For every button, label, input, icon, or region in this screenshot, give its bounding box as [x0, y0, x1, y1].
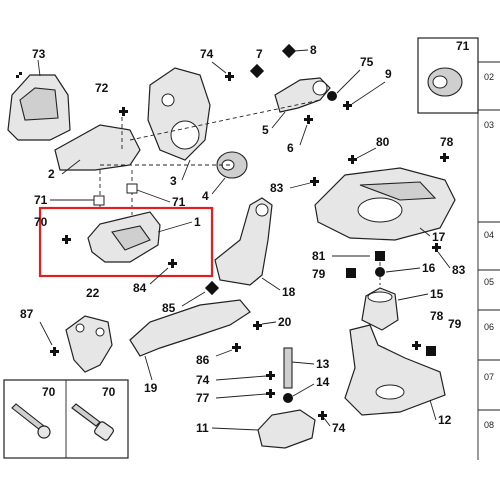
- callout-2: 2: [48, 167, 55, 181]
- inset-bushing-box: 71: [417, 37, 479, 114]
- inset-bolts-70: 70 70: [3, 379, 129, 459]
- side-ref-06: 06: [484, 322, 494, 332]
- callout-16: 16: [422, 261, 436, 275]
- callout-86: 86: [196, 353, 210, 367]
- part-22-plate: 87 22: [20, 286, 113, 373]
- callout-71-left: 71: [34, 193, 48, 207]
- callout-15: 15: [430, 287, 444, 301]
- callout-6: 6: [287, 141, 294, 155]
- callout-70-inset-right: 70: [102, 385, 116, 399]
- callout-71-inset: 71: [456, 39, 470, 53]
- part-18-support-arm: 18 85: [162, 197, 296, 315]
- callout-1: 1: [194, 215, 201, 229]
- fixings-75-9-6: 75 9 6: [287, 55, 392, 155]
- callout-83-right: 83: [452, 263, 466, 277]
- highlight-box: [38, 206, 214, 278]
- fixings-7-8: 7 8: [249, 43, 317, 79]
- callout-72: 72: [95, 81, 109, 95]
- callout-20: 20: [278, 315, 292, 329]
- callout-71-right: 71: [172, 195, 186, 209]
- callout-83-left: 83: [270, 181, 284, 195]
- side-ref-03: 03: [484, 120, 494, 130]
- part-4-bushing: 4: [202, 151, 248, 203]
- callout-70-inset-left: 70: [42, 385, 56, 399]
- fixings-80-78-83: 80 78 83 83: [270, 135, 466, 277]
- side-reference-column: 02 03 04 05 06 07 08: [477, 40, 500, 460]
- callout-11: 11: [196, 421, 209, 435]
- part-3-engine-bracket: 3: [147, 67, 211, 188]
- callout-81: 81: [312, 249, 326, 263]
- callout-77: 77: [196, 391, 210, 405]
- callout-80: 80: [376, 135, 390, 149]
- callout-3: 3: [170, 174, 177, 188]
- part-15-mount-and-fixings: 81 79 16 15: [312, 249, 444, 331]
- part-5-torque-rod: 5: [262, 77, 331, 137]
- part-2-bracket: 2: [48, 124, 141, 181]
- side-ref-05: 05: [484, 277, 494, 287]
- part-19-lower-arm: 19 20 86: [129, 299, 292, 395]
- callout-74-top: 74: [200, 47, 214, 61]
- callout-9: 9: [385, 67, 392, 81]
- callout-18: 18: [282, 285, 296, 299]
- callout-73: 73: [32, 47, 46, 61]
- callout-79-lower: 79: [448, 317, 462, 331]
- part-17-subframe: 17: [314, 167, 456, 244]
- part-11-mount-stud: 13 14 74 77 11 74: [196, 347, 346, 449]
- side-ref-08: 08: [484, 420, 494, 430]
- side-ref-04: 04: [484, 230, 494, 240]
- callout-78-top: 78: [440, 135, 454, 149]
- bolt-74-top: 74: [200, 47, 234, 81]
- callout-4: 4: [202, 189, 209, 203]
- callout-8: 8: [310, 43, 317, 57]
- callout-79-mid: 79: [312, 267, 326, 281]
- callout-75: 75: [360, 55, 374, 69]
- callout-19: 19: [144, 381, 158, 395]
- callout-7: 7: [256, 47, 263, 61]
- callout-74-mid: 74: [196, 373, 210, 387]
- callout-12: 12: [438, 413, 452, 427]
- washers-71: 71 71: [34, 183, 186, 209]
- side-ref-07: 07: [484, 372, 494, 382]
- callout-78-lower: 78: [430, 309, 444, 323]
- callout-70: 70: [34, 215, 48, 229]
- callout-87: 87: [20, 307, 34, 321]
- callout-22: 22: [86, 286, 100, 300]
- bolt-72: 72: [95, 81, 128, 150]
- callout-84: 84: [133, 281, 147, 295]
- part-1-highlighted-mount: 1 70 84: [34, 206, 214, 295]
- callout-13: 13: [316, 357, 330, 371]
- callout-14: 14: [316, 375, 330, 389]
- callout-85: 85: [162, 301, 176, 315]
- side-ref-02: 02: [484, 72, 494, 82]
- part-73-left-mount: 73: [7, 47, 71, 141]
- part-12-bracket: 78 79 12: [344, 309, 462, 427]
- callout-5: 5: [262, 123, 269, 137]
- callout-74-bottom: 74: [332, 421, 346, 435]
- callout-17: 17: [432, 230, 446, 244]
